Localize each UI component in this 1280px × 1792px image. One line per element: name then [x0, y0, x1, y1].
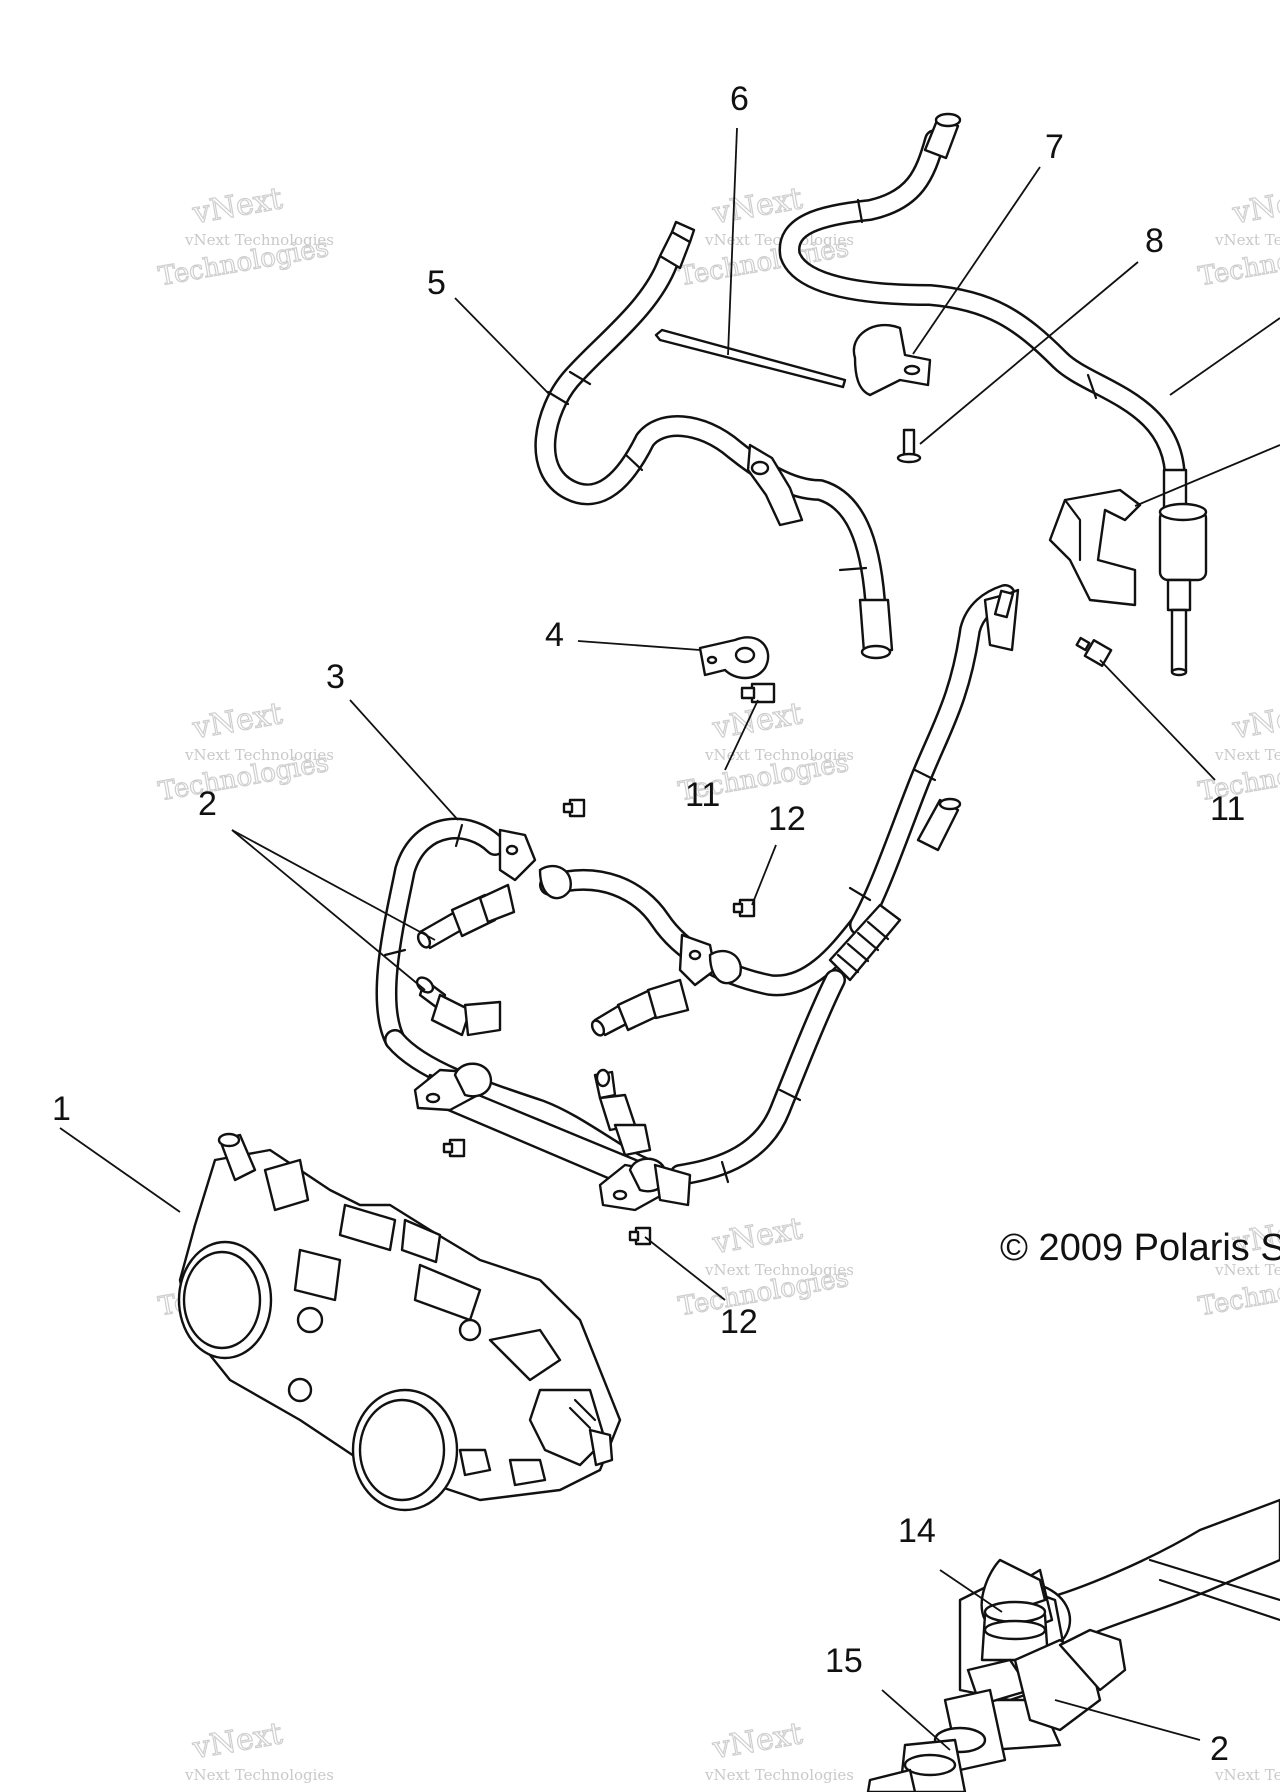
- bolt-11b: [1075, 636, 1113, 667]
- part-2-fuel-injector: [416, 883, 516, 950]
- watermark: vNext vNext Technologies Technologies: [156, 696, 334, 808]
- bolt-11a: [740, 682, 776, 704]
- part-7-clamp: [852, 323, 932, 397]
- watermark: vNext vNext Technologies: [704, 1716, 854, 1784]
- watermark: vNext Technologies: [1214, 1766, 1280, 1784]
- quick-connector: [916, 797, 962, 852]
- fuel-filter: [1158, 468, 1208, 677]
- svg-text:vNext: vNext: [709, 1716, 805, 1766]
- callout-11: 11: [685, 776, 720, 814]
- svg-text:vNext Technologies: vNext Technologies: [704, 1766, 854, 1784]
- callout-2: 2: [198, 785, 217, 823]
- quick-connector: [658, 220, 696, 270]
- callout-3: 3: [326, 658, 345, 696]
- watermarks: vNext vNext Technologies Technologies vN…: [156, 181, 1280, 1784]
- svg-text:vNext: vNext: [709, 1211, 805, 1261]
- svg-text:vNext Technologies: vNext Technologies: [704, 1261, 854, 1279]
- callout-6: 6: [730, 80, 749, 118]
- quick-connector: [923, 112, 962, 160]
- hose-end-connector: [858, 598, 894, 660]
- callout-14: 14: [898, 1512, 936, 1550]
- rail-bracket: [498, 828, 572, 900]
- svg-text:vNext Technologies: vNext Technologies: [1214, 1261, 1280, 1279]
- svg-text:vNext Technologies: vNext Technologies: [1214, 231, 1280, 249]
- fuel-injector: [590, 978, 690, 1037]
- part-8-push-rivet: [896, 428, 922, 464]
- callout-12: 12: [768, 800, 806, 838]
- part-15-o-ring-lower: [866, 1688, 1007, 1792]
- fuel-injector: [593, 1068, 652, 1157]
- watermark: vNext vNext Technologies Technologies: [1196, 181, 1280, 293]
- callout-12: 12: [720, 1303, 758, 1341]
- leader-lines: [59, 127, 1280, 1751]
- hose-end-fitting: [983, 588, 1020, 652]
- callout-11: 11: [1210, 790, 1245, 828]
- svg-text:vNext: vNext: [1229, 696, 1280, 746]
- watermark: vNext vNext Technologies: [184, 1716, 334, 1784]
- part-3-fuel-rail-assembly: [375, 584, 1020, 1212]
- callout-4: 4: [545, 616, 564, 654]
- hose-band: [383, 768, 937, 1184]
- callout-5: 5: [427, 264, 446, 302]
- callout-7: 7: [1045, 128, 1064, 166]
- watermark: vNext vNext Technologies Technologies: [156, 181, 334, 293]
- svg-text:vNext Technologies: vNext Technologies: [704, 231, 854, 249]
- svg-text:vNext Technologies: vNext Technologies: [184, 1766, 334, 1784]
- callout-8: 8: [1145, 222, 1164, 260]
- svg-text:vNext Technologies: vNext Technologies: [184, 746, 334, 764]
- rail-bracket: [678, 933, 742, 987]
- svg-text:vNext: vNext: [1229, 181, 1280, 231]
- part-2-fuel-injector: [415, 976, 502, 1037]
- svg-text:vNext Technologies: vNext Technologies: [1214, 1766, 1280, 1784]
- svg-text:vNext Technologies: vNext Technologies: [184, 231, 334, 249]
- part-1-throttle-body: [177, 1132, 622, 1512]
- bolt: [562, 798, 586, 818]
- fuel-rail-tube: [413, 1062, 692, 1212]
- filter-bracket: [1048, 488, 1142, 607]
- part-5-fuel-hose: [534, 220, 894, 660]
- callout-2: 2: [1210, 1730, 1229, 1768]
- part-6-cable-tie: [654, 328, 847, 389]
- watermark: vNext vNext Technologies Technologies: [676, 1211, 854, 1323]
- copyright-text: © 2009 Polaris S: [1000, 1227, 1280, 1269]
- inline-connector: [746, 443, 804, 527]
- svg-text:vNext: vNext: [189, 696, 285, 746]
- fuel-supply-line: [778, 112, 1186, 491]
- bolt: [442, 1138, 466, 1158]
- part-4-p-clamp: [698, 636, 770, 680]
- svg-text:vNext: vNext: [189, 1716, 285, 1766]
- svg-text:vNext: vNext: [189, 181, 285, 231]
- callout-15: 15: [825, 1642, 863, 1680]
- corrugated-sleeve: [828, 903, 902, 982]
- callout-1: 1: [52, 1090, 71, 1128]
- hose-band: [546, 370, 868, 572]
- svg-text:vNext Technologies: vNext Technologies: [1214, 746, 1280, 764]
- bolt-12a: [732, 898, 756, 918]
- hose-band: [856, 198, 1098, 400]
- injector-connector-detail: [1013, 1628, 1127, 1732]
- bolt-12b: [628, 1226, 652, 1246]
- callouts: 1 2 3 4 5 6 7 8 11 11 12 12 14 15 2: [52, 80, 1245, 1768]
- svg-text:vNext Technologies: vNext Technologies: [704, 746, 854, 764]
